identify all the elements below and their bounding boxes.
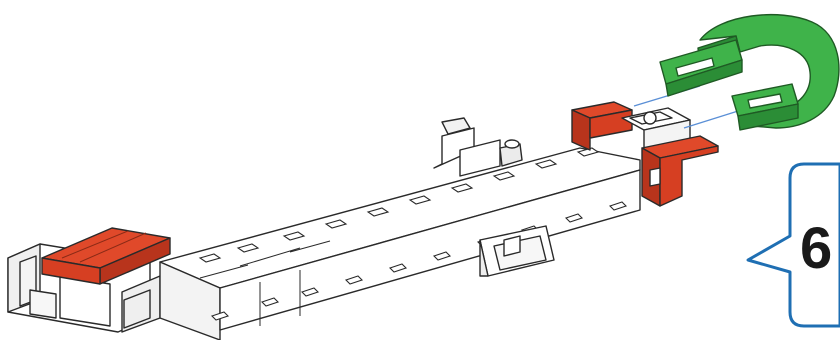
step-number: 6 bbox=[800, 216, 832, 281]
red-rail-left bbox=[42, 228, 170, 284]
green-curved-part bbox=[660, 15, 839, 130]
step-callout: 6 bbox=[748, 164, 840, 326]
main-beam bbox=[160, 148, 640, 340]
